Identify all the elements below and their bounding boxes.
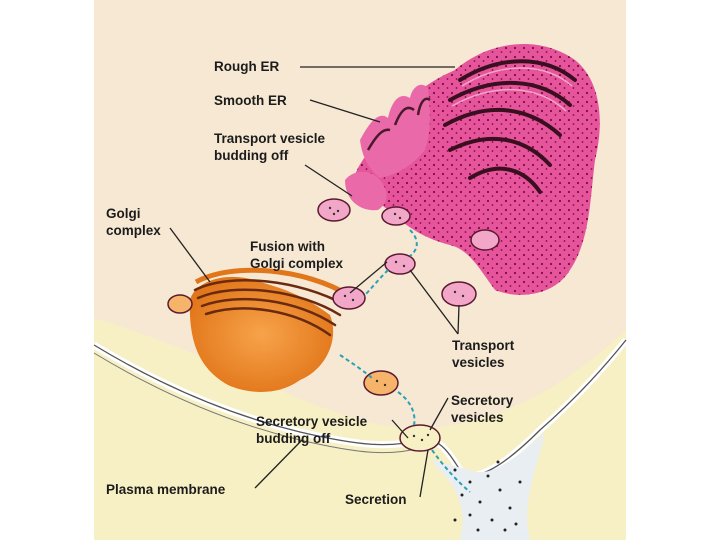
label-secretory-budding-2: budding off: [256, 431, 330, 447]
label-fusion-2: Golgi complex: [250, 256, 343, 272]
transport-vesicle: [382, 207, 410, 225]
label-plasma-membrane: Plasma membrane: [106, 482, 225, 498]
label-transport-budding-2: budding off: [214, 148, 288, 164]
transport-vesicle: [333, 287, 365, 309]
label-transport-2: vesicles: [452, 355, 505, 371]
label-secretion: Secretion: [345, 492, 407, 508]
transport-vesicle: [471, 230, 499, 250]
transport-vesicle: [318, 199, 350, 221]
secretory-vesicle: [364, 371, 398, 395]
label-transport-budding-1: Transport vesicle: [214, 131, 325, 147]
label-secretory-budding-1: Secretory vesicle: [256, 414, 367, 430]
secretory-vesicle: [400, 425, 440, 451]
label-golgi-1: Golgi: [106, 206, 141, 222]
label-smooth-er: Smooth ER: [214, 93, 287, 109]
transport-vesicle: [168, 295, 192, 313]
transport-vesicle: [442, 282, 476, 306]
label-fusion-1: Fusion with: [250, 239, 325, 255]
label-golgi-2: complex: [106, 223, 161, 239]
label-rough-er: Rough ER: [214, 59, 279, 75]
label-transport-1: Transport: [452, 338, 514, 354]
label-secretory-1: Secretory: [451, 393, 513, 409]
label-secretory-2: vesicles: [451, 410, 504, 426]
